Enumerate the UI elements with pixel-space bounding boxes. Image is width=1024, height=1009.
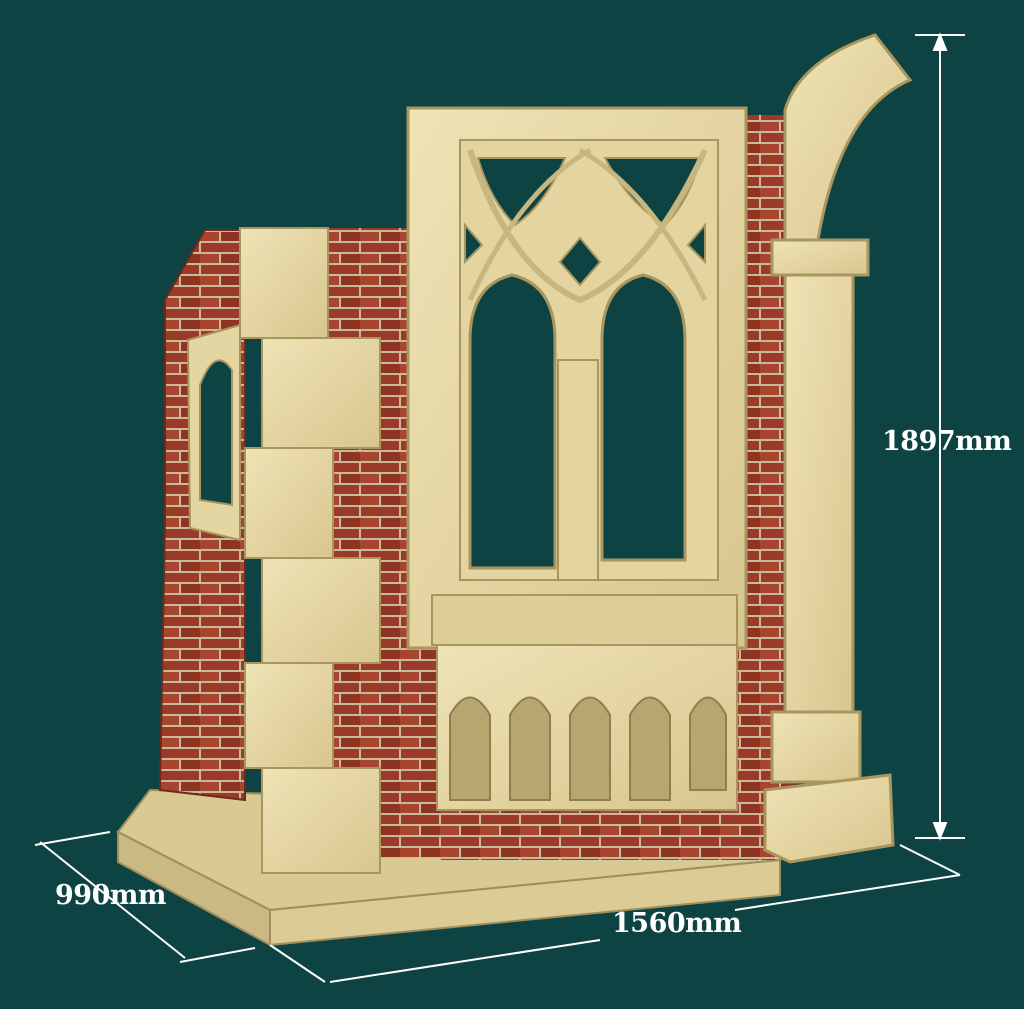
column-and-arch [763, 33, 913, 864]
stone-quoins [239, 227, 381, 874]
blind-arcade-panel [436, 644, 738, 811]
depth-dimension-label: 990mm [55, 880, 167, 911]
small-arched-window [186, 323, 241, 542]
dimension-lines [34, 32, 965, 983]
height-dimension-label: 1897mm [882, 426, 1012, 457]
width-dimension-label: 1560mm [612, 908, 742, 939]
gothic-window-frame [406, 106, 748, 650]
